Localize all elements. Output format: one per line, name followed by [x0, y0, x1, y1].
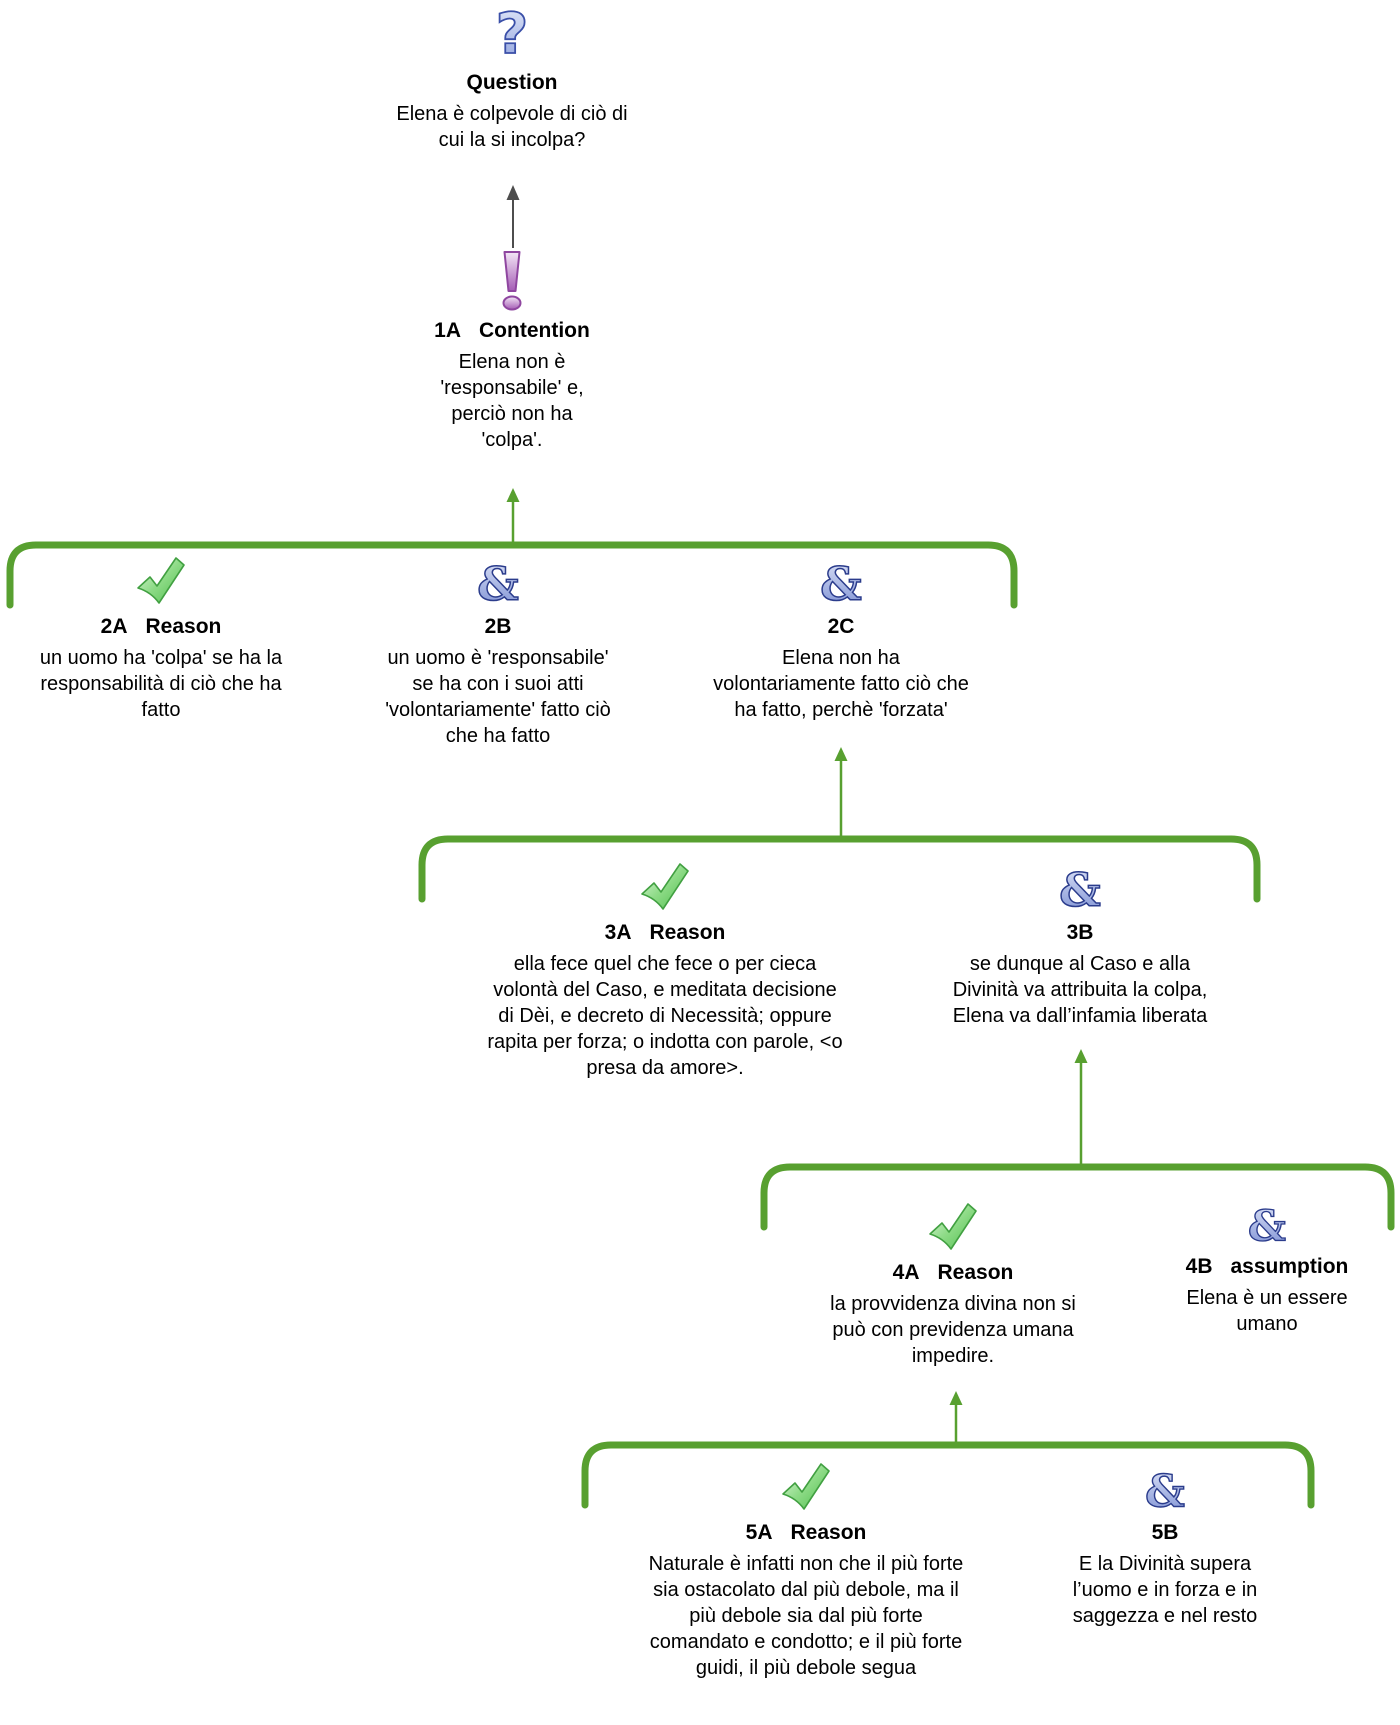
node-label: Contention [479, 319, 590, 342]
bracket-level3 [418, 835, 1261, 903]
svg-text:&: & [1145, 1466, 1185, 1514]
svg-text:&: & [477, 558, 519, 608]
node-label: Reason [145, 615, 222, 638]
node-text: Naturale è infatti non che il più forte … [648, 1553, 964, 1679]
reason-node-5a[interactable]: 5A Reason Naturale è infatti non che il p… [606, 1456, 1006, 1681]
node-text: ella fece quel che fece o per cieca volo… [487, 953, 843, 1079]
assumption-node-4b[interactable]: & 4B assumption Elena è un essere umano [1157, 1190, 1377, 1337]
arrow-level3-to-2c [834, 747, 848, 839]
node-title: 5A Reason [606, 1520, 1006, 1546]
bracket-level4 [760, 1163, 1395, 1231]
node-number: 2A [100, 615, 128, 638]
check-icon [425, 856, 905, 914]
check-icon [606, 1456, 1006, 1514]
node-label: assumption [1230, 1255, 1349, 1278]
node-label: Question [466, 71, 558, 94]
node-title: 1A Contention [412, 318, 612, 344]
copremise-node-2b[interactable]: & 2B un uomo è 'responsabile' se ha con … [353, 550, 643, 749]
node-text: Elena è un essere umano [1186, 1287, 1348, 1335]
node-text: Elena non ha volontariamente fatto ciò c… [713, 647, 969, 721]
arrow-contention-to-question [506, 185, 520, 248]
ampersand-icon: & [1157, 1190, 1377, 1248]
contention-node-1a[interactable]: 1A Contention Elena non è 'responsabile' … [412, 251, 612, 453]
arrow-level2-to-contention [506, 488, 520, 545]
node-label: Reason [790, 1521, 867, 1544]
node-title: 4B assumption [1157, 1254, 1377, 1280]
svg-text:&: & [1248, 1202, 1286, 1248]
node-number: 3A [604, 921, 632, 944]
question-mark-icon: ? [362, 6, 662, 64]
node-text: E la Divinità supera l’uomo e in forza e… [1072, 1553, 1258, 1627]
copremise-node-2c[interactable]: & 2C Elena non ha volontariamente fatto … [691, 550, 991, 723]
node-title: Question [362, 70, 662, 96]
copremise-node-5b[interactable]: & 5B E la Divinità supera l’uomo e in fo… [1035, 1456, 1295, 1629]
bracket-level5 [581, 1441, 1315, 1509]
reason-node-3a[interactable]: 3A Reason ella fece quel che fece o per c… [425, 856, 905, 1081]
arrow-level4-to-3b [1074, 1049, 1088, 1167]
question-node[interactable]: ? Question Elena è colpevole di ciò di c… [362, 6, 662, 153]
ampersand-icon: & [910, 856, 1250, 914]
ampersand-icon: & [691, 550, 991, 608]
node-label: Reason [937, 1261, 1014, 1284]
node-title: 2C [691, 614, 991, 640]
node-number: 2B [484, 615, 512, 638]
node-text: Elena non è 'responsabile' e, perciò non… [440, 351, 584, 451]
arrow-level5-to-4a [949, 1391, 963, 1445]
ampersand-icon: & [1035, 1456, 1295, 1514]
svg-text:&: & [820, 558, 862, 608]
node-text: un uomo ha 'colpa' se ha la responsabili… [39, 647, 283, 721]
node-text: la provvidenza divina non si può con pre… [830, 1293, 1076, 1367]
node-number: 2C [827, 615, 855, 638]
node-number: 4B [1185, 1255, 1213, 1278]
reason-node-4a[interactable]: 4A Reason la provvidenza divina non si pu… [793, 1196, 1113, 1369]
node-number: 5B [1151, 1521, 1179, 1544]
bracket-level2 [6, 541, 1018, 609]
node-text: se dunque al Caso e alla Divinità va att… [952, 953, 1208, 1027]
node-text: un uomo è 'responsabile' se ha con i suo… [385, 647, 611, 747]
node-title: 3A Reason [425, 920, 905, 946]
node-number: 5A [745, 1521, 773, 1544]
ampersand-icon: & [353, 550, 643, 608]
check-icon [793, 1196, 1113, 1254]
node-number: 4A [892, 1261, 920, 1284]
node-title: 2A Reason [11, 614, 311, 640]
node-label: Reason [649, 921, 726, 944]
reason-node-2a[interactable]: 2A Reason un uomo ha 'colpa' se ha la res… [11, 550, 311, 723]
node-number: 1A [434, 319, 462, 342]
svg-text:&: & [1059, 864, 1101, 914]
copremise-node-3b[interactable]: & 3B se dunque al Caso e alla Divinità v… [910, 856, 1250, 1029]
node-text: Elena è colpevole di ciò di cui la si in… [396, 103, 628, 151]
node-title: 4A Reason [793, 1260, 1113, 1286]
node-title: 2B [353, 614, 643, 640]
node-number: 3B [1066, 921, 1094, 944]
exclamation-icon [412, 251, 612, 312]
check-icon [11, 550, 311, 608]
node-title: 5B [1035, 1520, 1295, 1546]
svg-text:?: ? [496, 6, 528, 64]
node-title: 3B [910, 920, 1250, 946]
